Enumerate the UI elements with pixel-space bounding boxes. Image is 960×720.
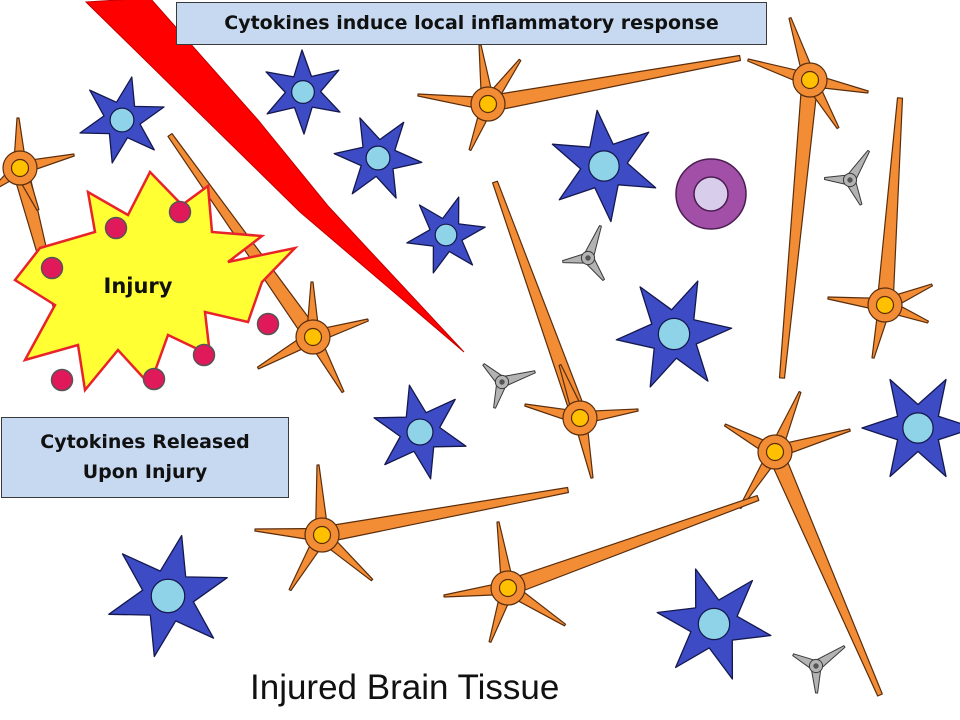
inflammatory-response-label: Cytokines induce local inflammatory resp…	[176, 2, 767, 45]
cytokine-dot-icon	[50, 368, 74, 392]
astrocyte-icon	[406, 196, 486, 274]
astrocyte-icon	[615, 280, 733, 388]
injury-label: Injury	[103, 274, 173, 298]
astrocyte-icon	[656, 568, 772, 680]
astrocyte-icon	[551, 109, 657, 223]
microglia-icon	[482, 363, 536, 409]
astrocyte-icon	[265, 49, 341, 135]
cytokines-released-line1: Cytokines Released	[40, 431, 250, 453]
cytokine-dot-icon	[40, 256, 64, 280]
astrocyte-icon	[861, 378, 960, 478]
cytokine-dot-icon	[256, 312, 280, 336]
neuron-icon	[417, 44, 742, 151]
immune-cell-layer	[675, 158, 747, 230]
astrocyte-icon	[79, 76, 165, 164]
cytokine-dot-icon	[168, 200, 192, 224]
neuron-icon	[492, 180, 639, 479]
cytokines-released-line2: Upon Injury	[82, 461, 208, 483]
cytokines-released-label: Cytokines Released Upon Injury	[1, 417, 289, 498]
tissue-title: Injured Brain Tissue	[250, 668, 560, 707]
injury-burst-icon	[13, 169, 299, 393]
neuron-icon	[254, 464, 570, 592]
astrocyte-layer	[79, 49, 960, 680]
neuron-icon	[747, 17, 869, 379]
astrocyte-icon	[333, 117, 423, 199]
immune-cell-icon	[675, 158, 747, 230]
astrocyte-icon	[373, 384, 467, 480]
neuron-icon	[723, 391, 883, 697]
astrocyte-icon	[108, 534, 228, 658]
cytokine-dot-icon	[192, 343, 216, 367]
red-arrow-layer	[84, 0, 465, 353]
neuron-layer	[0, 17, 934, 697]
microglia-icon	[792, 645, 846, 694]
microglia-icon	[562, 225, 605, 281]
microglia-icon	[824, 149, 870, 206]
microglia-layer	[482, 149, 870, 694]
red-arrow-icon	[84, 0, 465, 353]
neuron-icon	[827, 97, 934, 359]
neuron-icon	[443, 495, 760, 643]
injury-burst-layer	[13, 169, 299, 393]
cytokine-dot-icon	[104, 216, 128, 240]
cytokine-dot-icon	[142, 367, 166, 391]
inflammatory-response-text: Cytokines induce local inflammatory resp…	[224, 12, 719, 34]
